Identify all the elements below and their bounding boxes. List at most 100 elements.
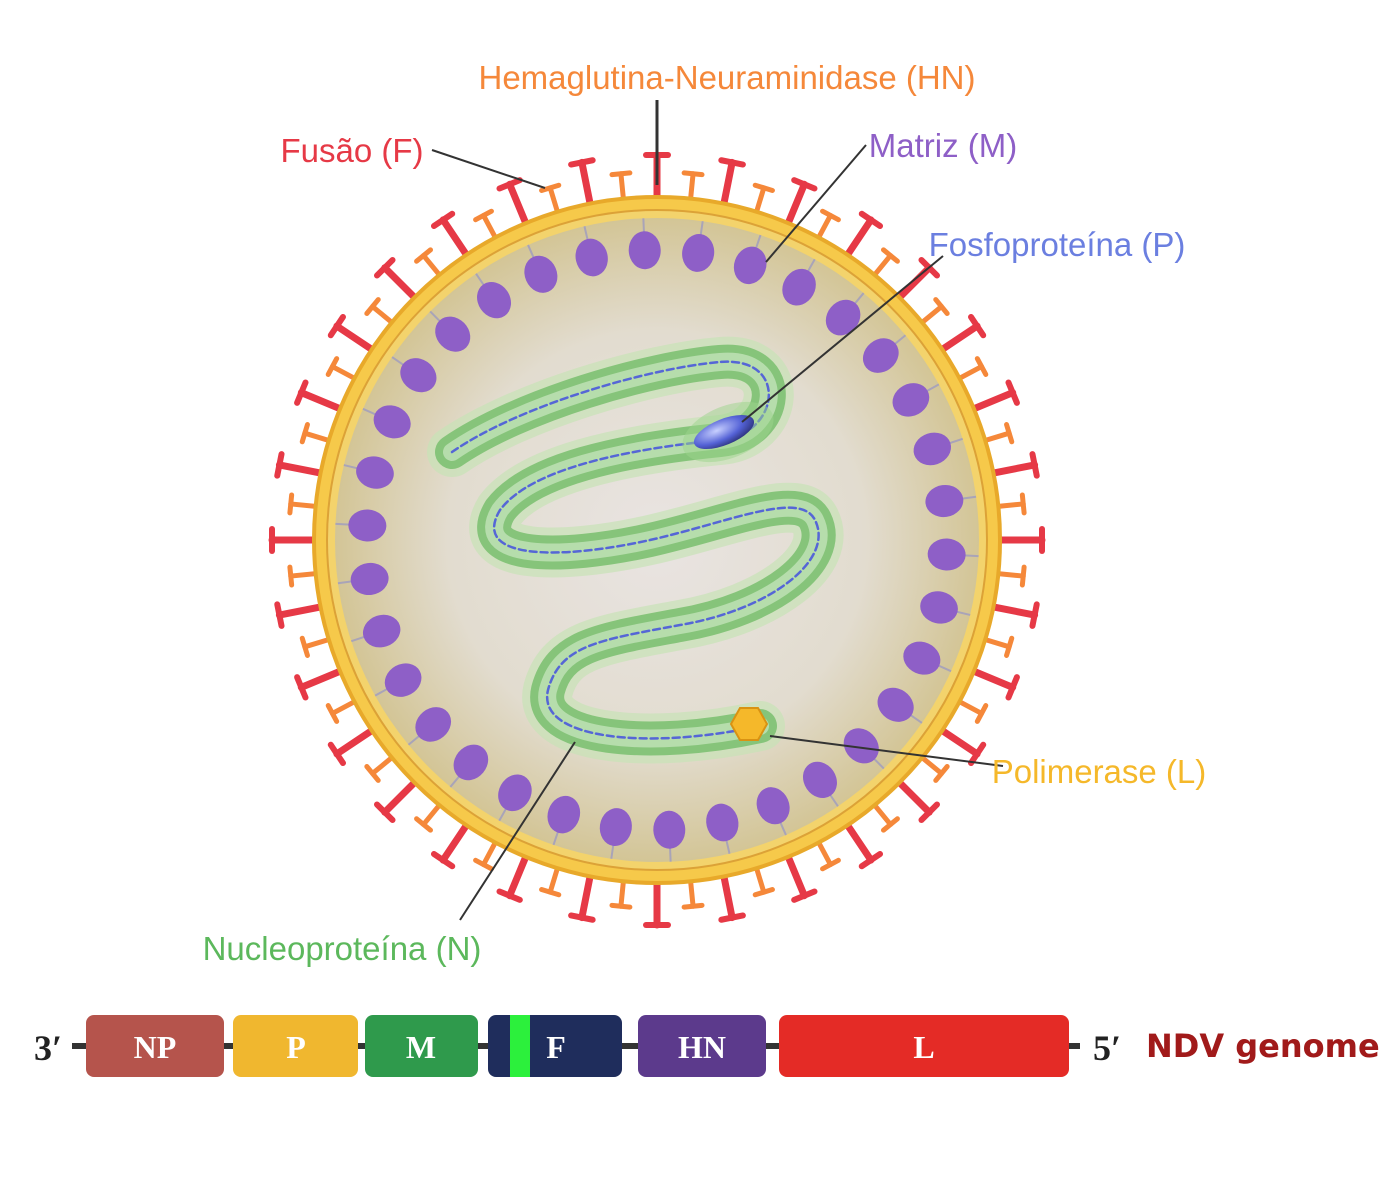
- fusion-spike-head: [294, 674, 309, 701]
- fusion-spike-head: [718, 912, 746, 923]
- fusion-spike-head: [1005, 379, 1020, 406]
- matrix-protein: [599, 808, 632, 847]
- fusion-spike-head: [568, 912, 596, 923]
- matrix-proteins: [335, 218, 979, 862]
- label-phosphoprotein: Fosfoproteína (P): [929, 226, 1186, 263]
- matrix-protein: [925, 484, 964, 518]
- fusion-spike-head: [496, 177, 523, 192]
- matrix-protein: [435, 316, 471, 352]
- hn-spike-head: [681, 902, 705, 910]
- label-polymerase: Polimerase (L): [992, 753, 1207, 790]
- nucleocapsid: [427, 336, 844, 764]
- segment-m-label: M: [406, 1029, 436, 1065]
- matrix-protein: [892, 383, 930, 417]
- hn-spike-head: [820, 208, 841, 223]
- hn-spike-head: [414, 247, 434, 264]
- matrix-protein: [628, 231, 661, 270]
- segment-hn-label: HN: [678, 1029, 726, 1065]
- matrix-protein: [843, 728, 879, 764]
- matrix-protein: [524, 255, 558, 293]
- hn-spike-head: [609, 170, 633, 178]
- matrix-protein: [927, 538, 966, 571]
- segment-l-box: [779, 1015, 1069, 1077]
- polymerase-hexagon: [729, 707, 769, 741]
- label-fusion: Fusão (F): [280, 132, 423, 169]
- hn-spike-head: [414, 816, 434, 833]
- virion: [268, 151, 1046, 929]
- fusion-spike-head: [373, 801, 396, 824]
- matrix-protein: [415, 707, 452, 742]
- segment-hn-box: [638, 1015, 766, 1077]
- genome-map: 3′ NP P M F HN L 5′ NDV genome: [34, 1015, 1380, 1077]
- hn-spike-head: [933, 763, 950, 783]
- label-nucleoprotein: Nucleoproteína (N): [203, 930, 482, 967]
- hn-spike-head: [287, 564, 295, 588]
- matrix-protein: [802, 761, 837, 798]
- hn-spike-head: [1019, 492, 1027, 516]
- hn-spike-head: [681, 170, 705, 178]
- matrix-protein: [782, 268, 816, 306]
- segment-f-cleavage-site: [510, 1015, 530, 1077]
- matrix-protein: [356, 456, 394, 489]
- segment-m-box: [365, 1015, 478, 1077]
- matrix-protein: [756, 787, 790, 825]
- fusion-spike-head: [327, 741, 346, 767]
- fusion-spike-head: [274, 601, 285, 629]
- fusion-spike-head: [858, 210, 884, 229]
- hn-spike-head: [1019, 564, 1027, 588]
- hn-spike-head: [325, 703, 340, 724]
- fusion-spike-head: [568, 157, 596, 168]
- segment-np-label: NP: [134, 1029, 177, 1065]
- fusion-spike-head: [274, 451, 285, 479]
- genome-title: NDV genome: [1146, 1027, 1380, 1065]
- matrix-protein: [453, 744, 489, 781]
- hn-spike-head: [752, 887, 775, 898]
- fusion-spike-head: [294, 379, 309, 406]
- matrix-protein: [653, 810, 686, 849]
- fusion-spike-head: [858, 851, 884, 870]
- leader-line-f: [431, 149, 546, 189]
- hn-spike-head: [539, 182, 562, 193]
- fusion-spike-head: [1029, 451, 1040, 479]
- hn-spike-head: [933, 297, 950, 317]
- leader-line-m: [765, 144, 867, 263]
- hn-spike-head: [752, 182, 775, 193]
- matrix-protein: [862, 338, 899, 373]
- segment-p-box: [233, 1015, 358, 1077]
- segment-f-label: F: [546, 1029, 566, 1065]
- hn-spike-head: [820, 857, 841, 872]
- fusion-spike-head: [430, 210, 456, 229]
- matrix-protein: [362, 614, 401, 648]
- fusion-spike-head: [1029, 601, 1040, 629]
- matrix-protein: [400, 358, 437, 393]
- fusion-spike-head: [791, 177, 818, 192]
- matrix-protein: [477, 282, 512, 319]
- matrix-protein: [350, 562, 389, 596]
- hn-spike-head: [539, 887, 562, 898]
- fusion-spike-head: [373, 256, 396, 279]
- matrix-protein: [682, 233, 715, 272]
- matrix-protein: [825, 299, 861, 336]
- matrix-protein: [373, 405, 411, 439]
- hn-spike-head: [364, 297, 381, 317]
- segment-p-label: P: [286, 1029, 306, 1065]
- genome-3prime-label: 3′: [34, 1028, 62, 1068]
- fusion-spike-head: [1005, 674, 1020, 701]
- matrix-protein: [920, 591, 958, 624]
- label-hemagglutinin-neuraminidase: Hemaglutina-Neuraminidase (HN): [478, 59, 975, 96]
- hn-spike-head: [1004, 635, 1015, 658]
- matrix-protein: [913, 432, 952, 466]
- rna-strand: [450, 360, 820, 740]
- matrix-protein: [384, 663, 422, 697]
- phosphoprotein: [693, 415, 755, 449]
- hn-spike-head: [609, 902, 633, 910]
- leader-line-p: [741, 255, 944, 423]
- fusion-spike-head: [718, 157, 746, 168]
- matrix-protein: [903, 641, 941, 675]
- fusion-spike-head: [430, 851, 456, 870]
- hn-spike-head: [473, 208, 494, 223]
- fusion-spike-head: [791, 888, 818, 903]
- genome-5prime-label: 5′: [1093, 1028, 1121, 1068]
- hn-spike-head: [299, 422, 310, 445]
